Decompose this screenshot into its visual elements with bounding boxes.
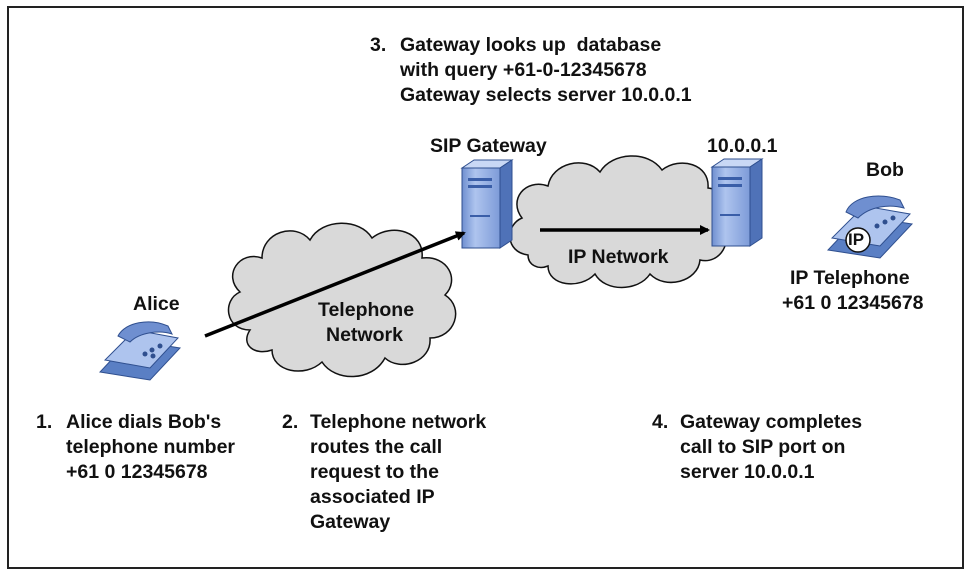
step-line: +61 0 12345678 <box>66 461 208 483</box>
step-line: Telephone network <box>310 411 487 433</box>
step-line: Gateway completes <box>680 411 863 433</box>
step-line: telephone number <box>66 436 236 458</box>
server-tower-icon <box>710 158 764 247</box>
step-line: Gateway looks up database <box>400 34 662 56</box>
ip-network-label: IP Network <box>568 246 669 268</box>
step-number: 2. <box>282 411 299 433</box>
sip-gateway-label: SIP Gateway <box>430 135 547 157</box>
step-line: routes the call <box>310 436 443 458</box>
telephone-network-label-line1: Telephone <box>318 299 415 321</box>
step-line: server 10.0.0.1 <box>680 461 815 483</box>
telephone-icon <box>98 321 182 381</box>
step1-text: 1. Alice dials Bob's telephone number +6… <box>36 410 235 485</box>
telephone-network-label-line2: Network <box>326 324 403 346</box>
step-line: request to the <box>310 461 439 483</box>
step-line: call to SIP port on <box>680 436 846 458</box>
step-line: Gateway <box>310 511 391 533</box>
step-line: associated IP <box>310 486 435 508</box>
server-ip-label: 10.0.0.1 <box>707 135 778 157</box>
call-arrow <box>204 231 466 338</box>
alice-label: Alice <box>133 293 180 315</box>
step3-text: 3. Gateway looks up database with query … <box>370 33 692 108</box>
step-number: 1. <box>36 411 53 433</box>
step-line: with query +61-0-12345678 <box>400 59 647 81</box>
ip-telephone-icon <box>826 195 914 259</box>
step-number: 4. <box>652 411 669 433</box>
step2-text: 2. Telephone network routes the call req… <box>282 410 486 535</box>
ip-badge: IP <box>848 230 865 249</box>
ip-telephone-number: +61 0 12345678 <box>782 292 924 314</box>
step-number: 3. <box>370 34 387 56</box>
server-tower-icon <box>460 159 514 249</box>
step4-text: 4. Gateway completes call to SIP port on… <box>652 410 862 485</box>
bob-label: Bob <box>866 159 904 181</box>
step-line: Alice dials Bob's <box>66 411 222 433</box>
diagram-frame <box>7 6 964 569</box>
ip-telephone-label: IP Telephone <box>790 267 910 289</box>
step-line: Gateway selects server 10.0.0.1 <box>400 84 692 106</box>
telephone-network-cloud <box>227 222 457 378</box>
